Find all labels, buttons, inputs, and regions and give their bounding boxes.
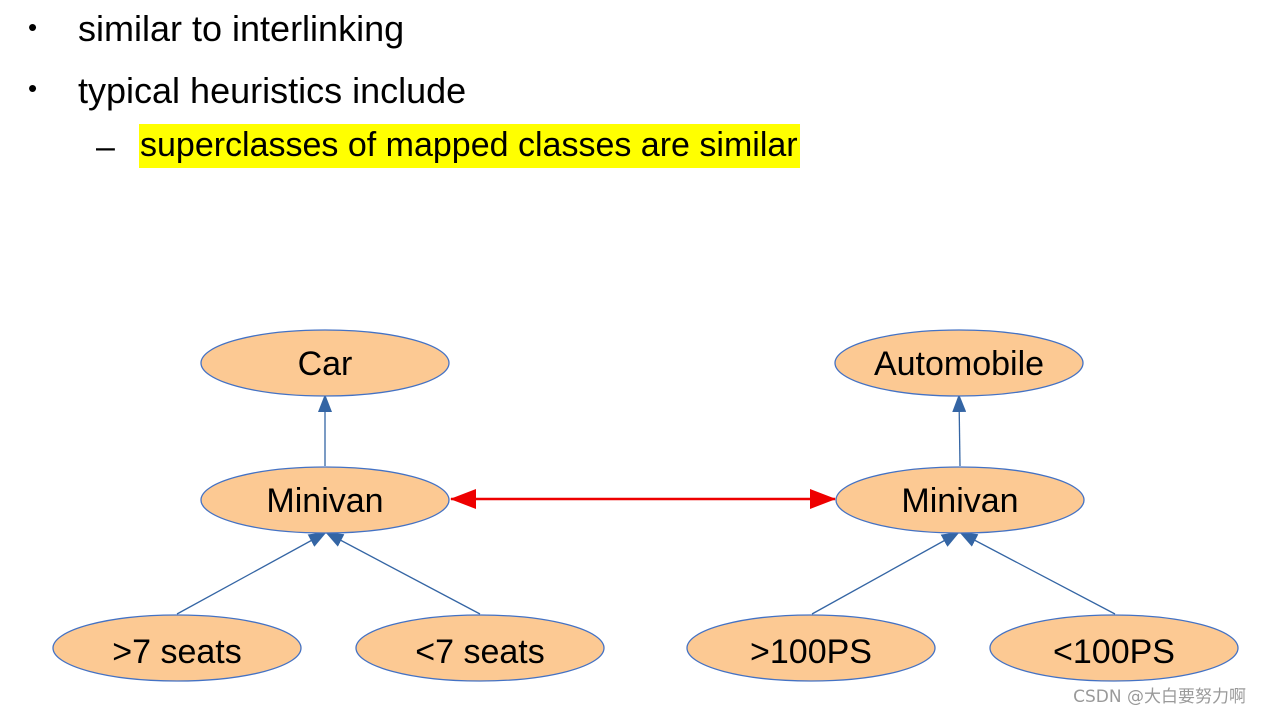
bullet-dot: •	[28, 12, 38, 42]
node-left-minivan: Minivan	[200, 466, 450, 534]
edge-less100ps-to-minivan	[959, 532, 1116, 615]
node-more-7-seats: >7 seats	[52, 614, 302, 682]
node-car: Car	[200, 329, 450, 397]
bullet-text-2: typical heuristics include	[78, 70, 467, 111]
node-less-100ps: <100PS	[989, 614, 1239, 682]
node-car-label: Car	[298, 345, 353, 383]
bullet-text-1: similar to interlinking	[78, 8, 405, 49]
node-less-7-seats-label: <7 seats	[415, 633, 544, 671]
node-more-100ps: >100PS	[686, 614, 936, 682]
node-right-minivan: Minivan	[835, 466, 1085, 534]
sub-bullet-dash: –	[96, 128, 115, 166]
node-less-7-seats: <7 seats	[355, 614, 605, 682]
edge-less7seats-to-minivan	[325, 532, 481, 615]
edge-more100ps-to-minivan	[811, 532, 960, 615]
node-less-100ps-label: <100PS	[1053, 633, 1175, 671]
bullet-dot: •	[28, 73, 38, 103]
watermark: CSDN @大白要努力啊	[1073, 687, 1246, 707]
node-automobile-label: Automobile	[874, 345, 1044, 383]
edge-more7seats-to-minivan	[176, 532, 327, 615]
node-right-minivan-label: Minivan	[901, 482, 1018, 520]
edge-minivan-to-automobile	[952, 394, 967, 467]
node-left-minivan-label: Minivan	[266, 482, 383, 520]
sub-bullet-text-highlighted: superclasses of mapped classes are simil…	[139, 124, 800, 168]
node-more-100ps-label: >100PS	[750, 633, 872, 671]
node-automobile: Automobile	[834, 329, 1084, 397]
node-more-7-seats-label: >7 seats	[112, 633, 241, 671]
